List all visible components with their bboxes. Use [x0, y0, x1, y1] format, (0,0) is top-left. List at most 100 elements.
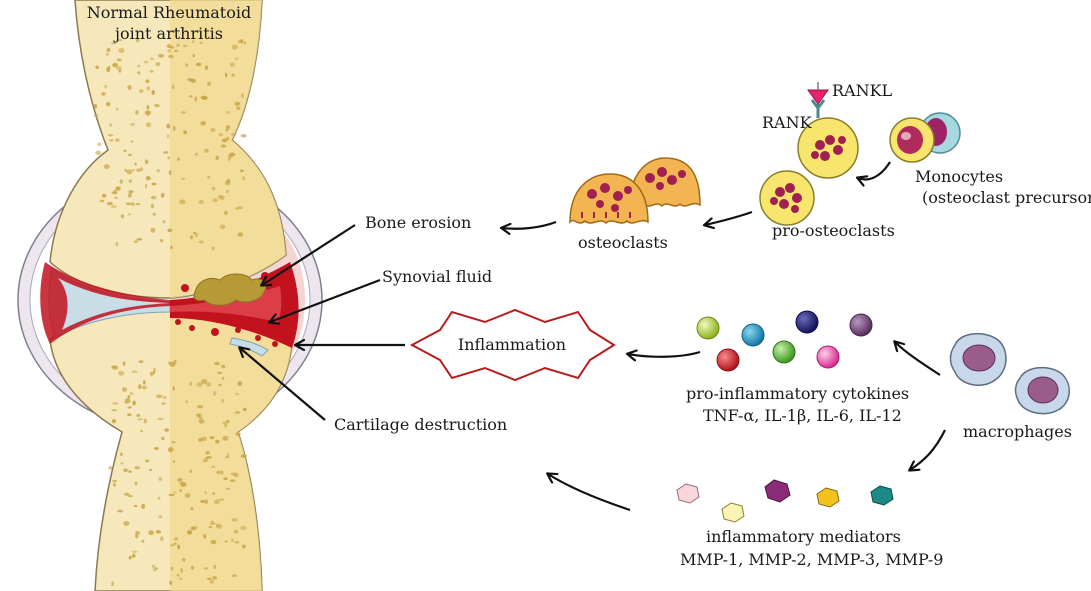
bone-pore — [131, 370, 138, 373]
bone-pore — [137, 64, 141, 68]
bone-pore — [168, 54, 174, 59]
bone-pore — [118, 69, 122, 73]
bone-pore — [148, 530, 155, 536]
bone-pore — [143, 380, 146, 385]
bone-pore — [167, 447, 174, 453]
bone-pore — [145, 459, 150, 463]
bone-pore — [112, 402, 119, 405]
bone-pore — [162, 396, 167, 399]
bone-pore — [156, 169, 160, 173]
bone-pore — [129, 392, 134, 396]
bone-pore — [221, 138, 228, 143]
bone-pore — [194, 152, 199, 156]
bone-pore — [228, 154, 233, 159]
bone-pore — [136, 168, 141, 172]
monocytes-to-preosteoclast-arrow — [858, 161, 891, 179]
mediators-to-joint-arrow — [548, 474, 631, 512]
bone-pore — [230, 132, 237, 137]
monocytes-label-2: (osteoclast precursors) — [922, 188, 1091, 207]
bone-pore — [190, 507, 194, 511]
bone-pore — [112, 189, 118, 195]
macrophages-to-mediators-arrow — [910, 429, 946, 470]
bone-pore — [136, 413, 141, 417]
bone-pore — [220, 144, 227, 148]
bone-pore — [161, 402, 166, 405]
bone-pore — [115, 186, 121, 191]
bone-pore — [106, 202, 113, 206]
bone-pore — [128, 192, 132, 198]
bone-pore — [149, 69, 154, 73]
bone-pore — [198, 200, 204, 205]
bone-pore — [135, 110, 139, 115]
bone-pore — [234, 529, 239, 534]
osteoclast-to-erosion-arrow — [502, 220, 557, 229]
upper-bone-rheumatoid-side — [170, 0, 286, 298]
bone-pore — [240, 525, 247, 531]
bone-pore — [231, 538, 234, 542]
bone-pore — [127, 413, 132, 417]
bone-pore — [231, 574, 237, 577]
macrophages-to-cytokines-arrow — [895, 342, 941, 376]
bone-pore — [210, 520, 215, 526]
bone-pore — [132, 550, 138, 553]
bone-pore — [231, 472, 237, 476]
bone-pore — [157, 53, 165, 58]
bone-pore — [213, 564, 217, 570]
bone-pore — [111, 419, 117, 424]
bone-pore — [123, 468, 129, 473]
bone-pore — [138, 360, 144, 363]
bone-pore — [101, 92, 106, 96]
osteoclast-cells — [569, 157, 701, 225]
bone-pore — [134, 481, 138, 486]
bone-pore — [231, 44, 238, 50]
rankl-label: RANKL — [832, 81, 893, 100]
bone-pore — [237, 381, 243, 386]
bone-pore — [209, 436, 215, 440]
osteoclasts-label: osteoclasts — [578, 233, 668, 252]
bone-pore — [135, 203, 141, 206]
bone-pore — [151, 89, 155, 95]
bone-pore — [243, 41, 246, 45]
bone-pore — [215, 439, 220, 444]
monocytes-label-1: Monocytes — [915, 167, 1003, 186]
bone-pore — [110, 205, 117, 209]
bone-pore — [240, 454, 247, 458]
bone-pore — [157, 496, 161, 500]
bone-pore — [242, 407, 247, 412]
bone-pore — [95, 65, 100, 70]
mediator-hexagons — [676, 479, 894, 523]
bone-pore — [204, 65, 209, 70]
bone-pore — [179, 488, 183, 493]
bone-pore — [183, 130, 188, 135]
bone-pore — [211, 186, 216, 191]
inflammation-burst — [409, 308, 616, 382]
bone-pore — [127, 395, 131, 399]
bone-pore — [160, 192, 165, 198]
bone-pore — [189, 469, 193, 473]
bone-pore — [223, 210, 228, 216]
bone-pore — [148, 468, 153, 471]
bone-pore — [223, 477, 228, 481]
bone-erosion-patch — [193, 273, 267, 306]
bone-pore — [143, 60, 149, 64]
bone-pore — [231, 73, 235, 77]
bone-pore — [115, 241, 119, 247]
bone-pore — [154, 447, 159, 450]
bone-pore — [116, 58, 122, 62]
bone-pore — [221, 364, 226, 369]
bone-pore — [123, 521, 130, 526]
bone-pore — [189, 381, 193, 387]
bone-pore — [144, 159, 149, 165]
bone-pore — [205, 382, 212, 387]
bone-erosion-arrow — [262, 224, 356, 285]
bone-pore — [194, 233, 199, 238]
bone-pore — [198, 419, 205, 424]
bone-pore — [135, 37, 140, 43]
bone-pore — [189, 95, 193, 98]
bone-pore — [160, 536, 164, 542]
bone-pore — [205, 451, 210, 455]
bone-pore — [168, 170, 172, 176]
bone-pore — [124, 492, 130, 496]
bone-pore — [208, 525, 212, 529]
bone-pore — [177, 544, 181, 550]
